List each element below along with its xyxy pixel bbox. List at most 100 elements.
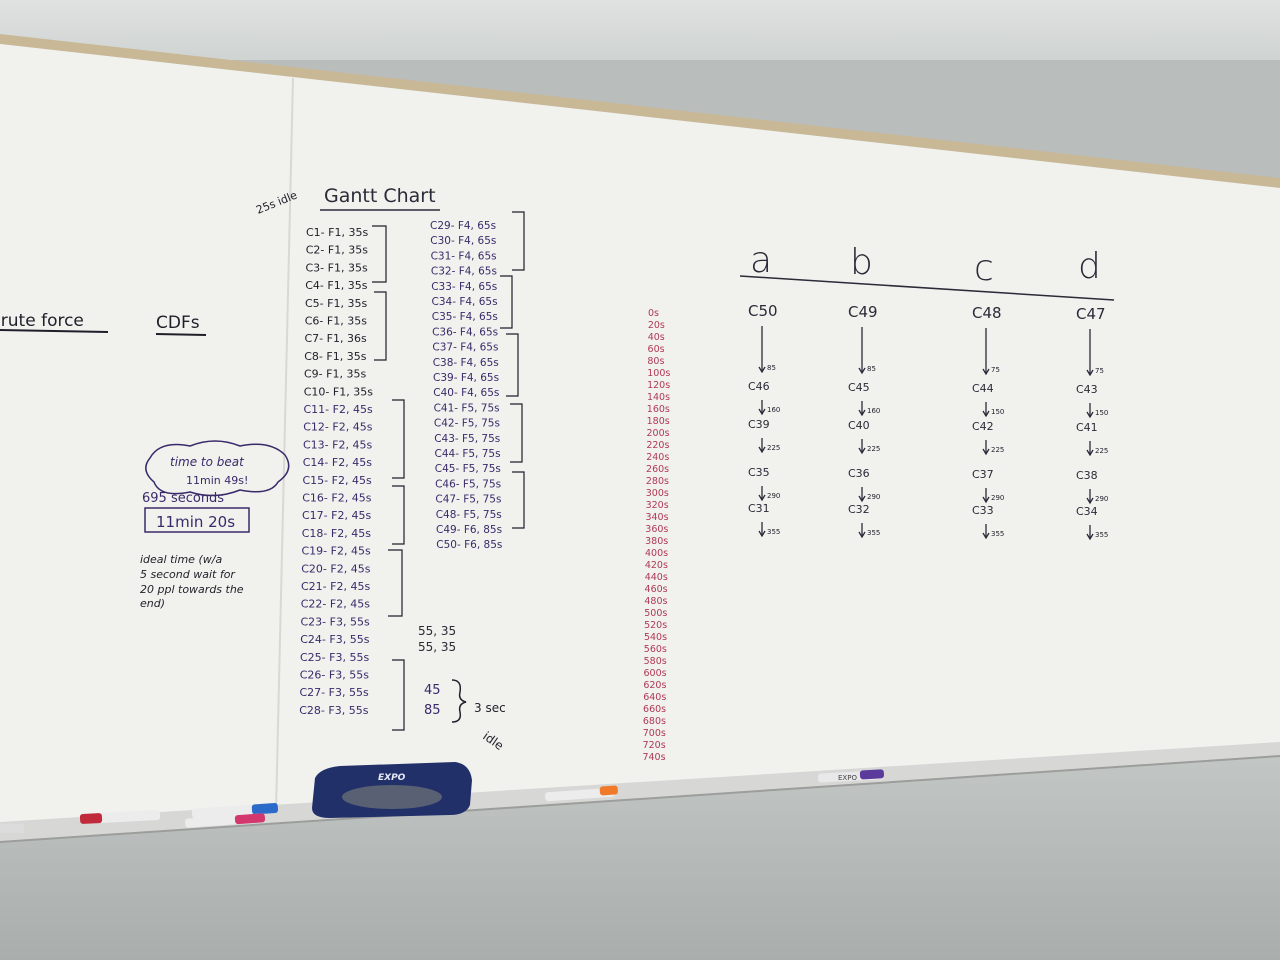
lane-item: C39 (748, 418, 770, 431)
gantt-entry: C1- F1, 35s (306, 226, 368, 239)
eraser[interactable]: EXPO (312, 762, 472, 818)
timeline-tick: 60s (648, 344, 665, 355)
lane-arrowhead (758, 494, 766, 502)
gantt-entry: C45- F5, 75s (435, 463, 501, 475)
timeline-tick: 180s (647, 416, 670, 427)
gantt-entry: C29- F4, 65s (430, 220, 496, 232)
lane-time: 355 (867, 529, 880, 537)
timeline-tick: 620s (643, 680, 666, 691)
gantt-entry: C8- F1, 35s (304, 350, 366, 363)
side-note-brace (451, 679, 467, 723)
timeline-tick: 80s (647, 356, 664, 367)
lane-time: 85 (767, 364, 776, 372)
gantt-entry: C33- F4, 65s (431, 281, 497, 293)
gantt-entry: C43- F5, 75s (434, 433, 500, 445)
lane-time: 225 (767, 444, 780, 452)
gantt-entry: C19- F2, 45s (302, 545, 371, 558)
gantt-entry: C14- F2, 45s (303, 456, 372, 469)
gantt-entry: C21- F2, 45s (301, 580, 370, 593)
timeline-tick: 160s (647, 404, 670, 415)
lane-arrowhead (858, 409, 866, 417)
lane-header-line (739, 275, 1115, 301)
gantt-entry: C47- F5, 75s (435, 494, 501, 506)
lane-arrowhead (858, 495, 866, 503)
bracket-f1a (372, 225, 387, 283)
gantt-entry: C40- F4, 65s (433, 387, 499, 399)
lane-arrowhead (758, 530, 766, 538)
gantt-entry: C30- F4, 65s (430, 235, 496, 247)
lane-time: 150 (1095, 409, 1108, 417)
gantt-entry: C25- F3, 55s (300, 651, 369, 664)
lane-time: 290 (991, 494, 1004, 502)
lane-item: C37 (972, 468, 994, 481)
timeline-tick: 420s (645, 560, 668, 571)
side-note-c: 45 (424, 683, 441, 698)
lane-arrowhead (858, 447, 866, 455)
gantt-entry: C20- F2, 45s (301, 562, 370, 575)
lane-arrowhead (1086, 449, 1094, 457)
marker-orange[interactable] (545, 785, 618, 802)
lane-item: C43 (1076, 383, 1098, 396)
gantt-entry: C31- F4, 65s (431, 250, 497, 262)
time-to-beat-value: 11min 49s! (186, 474, 248, 487)
lane-arrowhead (858, 367, 866, 375)
bracket-f2a (392, 399, 405, 479)
timeline-tick: 140s (647, 392, 670, 403)
lane-item: C33 (972, 504, 994, 517)
gantt-entry: C10- F1, 35s (304, 385, 373, 398)
gantt-entry: C4- F1, 35s (305, 279, 367, 292)
lane-item: C40 (848, 419, 870, 432)
gantt-entry: C12- F2, 45s (303, 421, 372, 434)
gantt-entry: C39- F4, 65s (433, 372, 499, 384)
lane-arrowhead (982, 448, 990, 456)
timeline-tick: 540s (644, 632, 667, 643)
lane-time: 85 (867, 365, 876, 373)
gantt-entry: C49- F6, 85s (436, 524, 502, 536)
lane-item: C49 (848, 303, 878, 321)
timeline-tick: 280s (646, 476, 669, 487)
lane-time: 225 (867, 445, 880, 453)
whiteboard-surface (0, 44, 1280, 830)
timeline-tick: 20s (648, 320, 665, 331)
marker-tray-edge (0, 755, 1280, 843)
marker-red[interactable] (79, 810, 161, 824)
seconds-695: 695 seconds (142, 491, 224, 506)
gantt-entry: C48- F5, 75s (436, 509, 502, 521)
time-to-beat-cloud: time to beat 11min 49s! (145, 440, 290, 497)
timeline-tick: 640s (643, 692, 666, 703)
lane-arrowhead (1086, 369, 1094, 377)
gantt-entry: C17- F2, 45s (302, 509, 371, 522)
marker-left[interactable] (0, 824, 24, 833)
cdfs-label: CDFs (156, 313, 200, 333)
timeline-tick: 700s (643, 728, 666, 739)
lane-time: 75 (991, 366, 1000, 374)
ideal-note-4: end) (140, 597, 165, 610)
timeline-tick: 220s (646, 440, 669, 451)
gantt-entry: C36- F4, 65s (432, 326, 498, 338)
timeline-tick: 380s (645, 536, 668, 547)
lane-header: d (1078, 246, 1101, 287)
cdfs-underline (155, 333, 207, 336)
wall-top (0, 0, 1280, 60)
lane-arrowhead (1086, 411, 1094, 419)
marker-blue[interactable] (191, 803, 279, 819)
marker-tray (0, 742, 1280, 842)
timeline-tick: 600s (644, 668, 667, 679)
marker-purple[interactable]: EXPO (817, 769, 885, 783)
boxed-time-border (144, 507, 250, 533)
lane-time: 290 (1095, 495, 1108, 503)
side-note-a: 55, 35 (418, 624, 456, 638)
lane-item: C50 (748, 302, 778, 320)
marker-label: EXPO (838, 774, 857, 782)
lane-arrowhead (758, 408, 766, 416)
marker-pink[interactable] (185, 813, 266, 828)
lane-time: 75 (1095, 367, 1104, 375)
lane-arrowhead (1086, 497, 1094, 505)
boxed-time: 11min 20s (156, 513, 235, 531)
lane-item: C42 (972, 420, 994, 433)
gantt-title: Gantt Chart (324, 185, 436, 207)
lane-arrowhead (858, 531, 866, 539)
lane-time: 160 (767, 406, 780, 414)
